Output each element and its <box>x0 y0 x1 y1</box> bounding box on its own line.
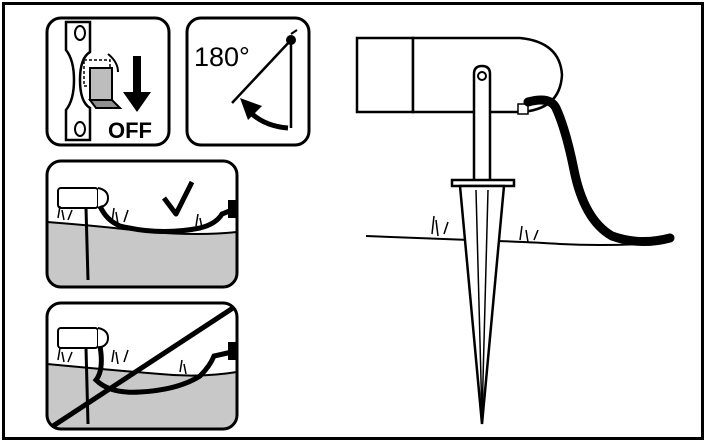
prohibited-slash-icon <box>48 303 237 429</box>
lamp-icon <box>57 327 110 425</box>
angle-label: 180° <box>194 42 250 72</box>
tilt-angle-panel: 180° <box>185 16 311 147</box>
bracket-arm <box>472 64 492 188</box>
cable-buried <box>92 345 233 395</box>
incorrect-install-panel-frame <box>45 301 239 431</box>
incorrect-install-panel <box>45 301 239 431</box>
check-icon <box>162 180 195 217</box>
cable-correct <box>97 204 233 235</box>
tilt-angle-panel-frame <box>185 16 311 147</box>
switch-icon <box>64 20 123 142</box>
spike-collar <box>450 178 516 188</box>
correct-install-panel <box>45 159 239 289</box>
down-arrow-icon <box>123 56 151 112</box>
lamp-icon <box>57 187 110 281</box>
ground-line <box>365 235 641 246</box>
ground-spike <box>458 184 506 425</box>
correct-install-panel-frame <box>45 159 239 289</box>
bracket-screw-icon <box>477 71 487 81</box>
spike-light-illustration <box>355 36 675 425</box>
power-cable <box>523 95 675 246</box>
power-off-panel: OFF <box>45 16 171 147</box>
rotation-arrow-icon <box>240 98 289 131</box>
soil-area <box>47 222 237 287</box>
off-label: OFF <box>108 118 152 143</box>
pivot-icon <box>286 35 296 45</box>
